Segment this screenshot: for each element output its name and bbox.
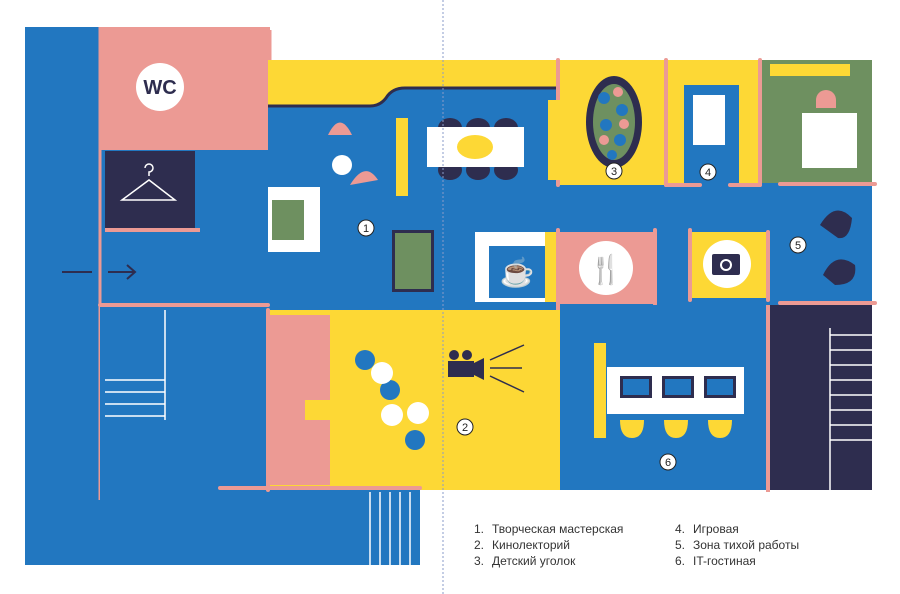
game-table (693, 95, 725, 145)
legend-item: 2.Кинолекторий (474, 538, 570, 552)
legend-column-1: 1.Творческая мастерская 2.Кинолекторий 3… (474, 521, 623, 569)
zone-number: 1 (363, 223, 369, 235)
entrance-arrow-icon (62, 264, 137, 280)
legend-item: 4.Игровая (675, 522, 739, 536)
zone-marker-2 (456, 418, 474, 436)
top-bench-strip (268, 60, 558, 105)
zone-number: 5 (795, 240, 801, 252)
palette-icon (457, 135, 493, 159)
zone-number: 6 (665, 457, 671, 469)
hanger-icon (119, 163, 178, 201)
zone-marker-4 (699, 163, 717, 181)
wc-room (100, 27, 270, 150)
film-camera-icon (448, 350, 484, 380)
legend-column-2: 4.Игровая 5.Зона тихой работы 6.IT-гости… (675, 521, 799, 569)
legend-item: 5.Зона тихой работы (675, 538, 800, 552)
legend-item: 6.IT-гостиная (675, 554, 756, 568)
zone-number: 4 (705, 167, 711, 179)
cloakroom (105, 151, 195, 228)
wc-label: WC (143, 77, 176, 99)
staircase-right (768, 305, 872, 490)
zone-number: 2 (462, 422, 468, 434)
zone-marker-5 (789, 236, 807, 254)
zone-marker-1 (357, 219, 375, 237)
left-corridor (25, 27, 105, 565)
cutlery-icon: 🍴 (589, 253, 624, 286)
coffee-icon: ☕ (500, 255, 535, 289)
legend-item: 1.Творческая мастерская (474, 522, 624, 536)
zone-marker-6 (659, 453, 677, 471)
zone-number: 3 (611, 166, 617, 178)
legend-item: 3.Детский уголок (474, 554, 576, 568)
zone-marker-3 (605, 162, 623, 180)
